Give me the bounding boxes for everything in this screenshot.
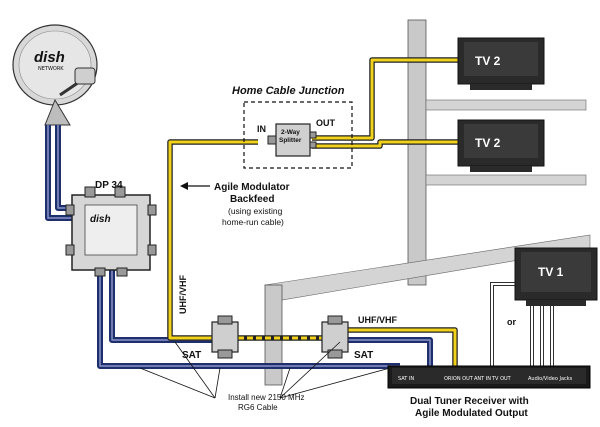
switch-label: DP 34 bbox=[95, 180, 123, 191]
tv2-top-label: TV 2 bbox=[475, 54, 501, 68]
agile-line4: home-run cable) bbox=[222, 217, 284, 227]
port-in: IN bbox=[257, 124, 266, 134]
uhf-horizontal-label: UHF/VHF bbox=[358, 315, 397, 325]
sat-left-label: SAT bbox=[182, 350, 201, 361]
rcv-port3: ANT IN bbox=[474, 376, 491, 382]
install-line2: RG6 Cable bbox=[238, 403, 278, 412]
tv2-bottom-label: TV 2 bbox=[475, 136, 501, 150]
sat-right-label: SAT bbox=[354, 350, 373, 361]
receiver-line1: Dual Tuner Receiver with bbox=[410, 396, 529, 407]
uhf-cables bbox=[167, 57, 460, 368]
tv1: TV 1 bbox=[514, 247, 598, 306]
rcv-port5: Audio/Video Jacks bbox=[528, 376, 573, 382]
tv1-label: TV 1 bbox=[538, 265, 564, 279]
port-out: OUT bbox=[316, 118, 336, 128]
or-label: or bbox=[507, 317, 516, 327]
dish-logo: dish bbox=[34, 49, 65, 66]
uhf-vertical-label: UHF/VHF bbox=[178, 275, 188, 314]
dual-tuner-receiver: SAT IN ORION OUT ANT IN TV OUT Audio/Vid… bbox=[387, 365, 591, 419]
dp34-switch: dish DP 34 bbox=[65, 180, 157, 277]
av-cables bbox=[490, 282, 554, 368]
agile-modulator-label: Agile Modulator Backfeed (using existing… bbox=[180, 182, 290, 227]
install-callout-lines bbox=[139, 341, 391, 399]
receiver-line2: Agile Modulated Output bbox=[415, 408, 528, 419]
splitter-line2: Splitter bbox=[279, 137, 302, 144]
walls bbox=[264, 19, 591, 386]
diplexer-left bbox=[211, 315, 239, 359]
agile-line3: (using existing bbox=[228, 206, 283, 216]
switch-brand: dish bbox=[90, 214, 111, 225]
tv2-bottom: TV 2 bbox=[457, 119, 545, 172]
splitter-line1: 2-Way bbox=[281, 129, 300, 136]
tv2-top: TV 2 bbox=[457, 37, 545, 90]
rcv-port1: SAT IN bbox=[398, 376, 414, 382]
home-cable-junction: Home Cable Junction 2-Way Splitter IN OU… bbox=[232, 85, 353, 169]
junction-title: Home Cable Junction bbox=[232, 85, 345, 97]
satellite-dish: dish NETWORK bbox=[12, 24, 98, 126]
rcv-port2: ORION OUT bbox=[444, 376, 474, 382]
rcv-port4: TV OUT bbox=[491, 376, 512, 382]
install-line1: Install new 2150 MHz bbox=[228, 393, 304, 402]
diplexer-right bbox=[321, 315, 349, 359]
dish-sub: NETWORK bbox=[38, 66, 64, 72]
agile-line1: Agile Modulator bbox=[214, 182, 290, 193]
agile-line2: Backfeed bbox=[230, 194, 274, 205]
